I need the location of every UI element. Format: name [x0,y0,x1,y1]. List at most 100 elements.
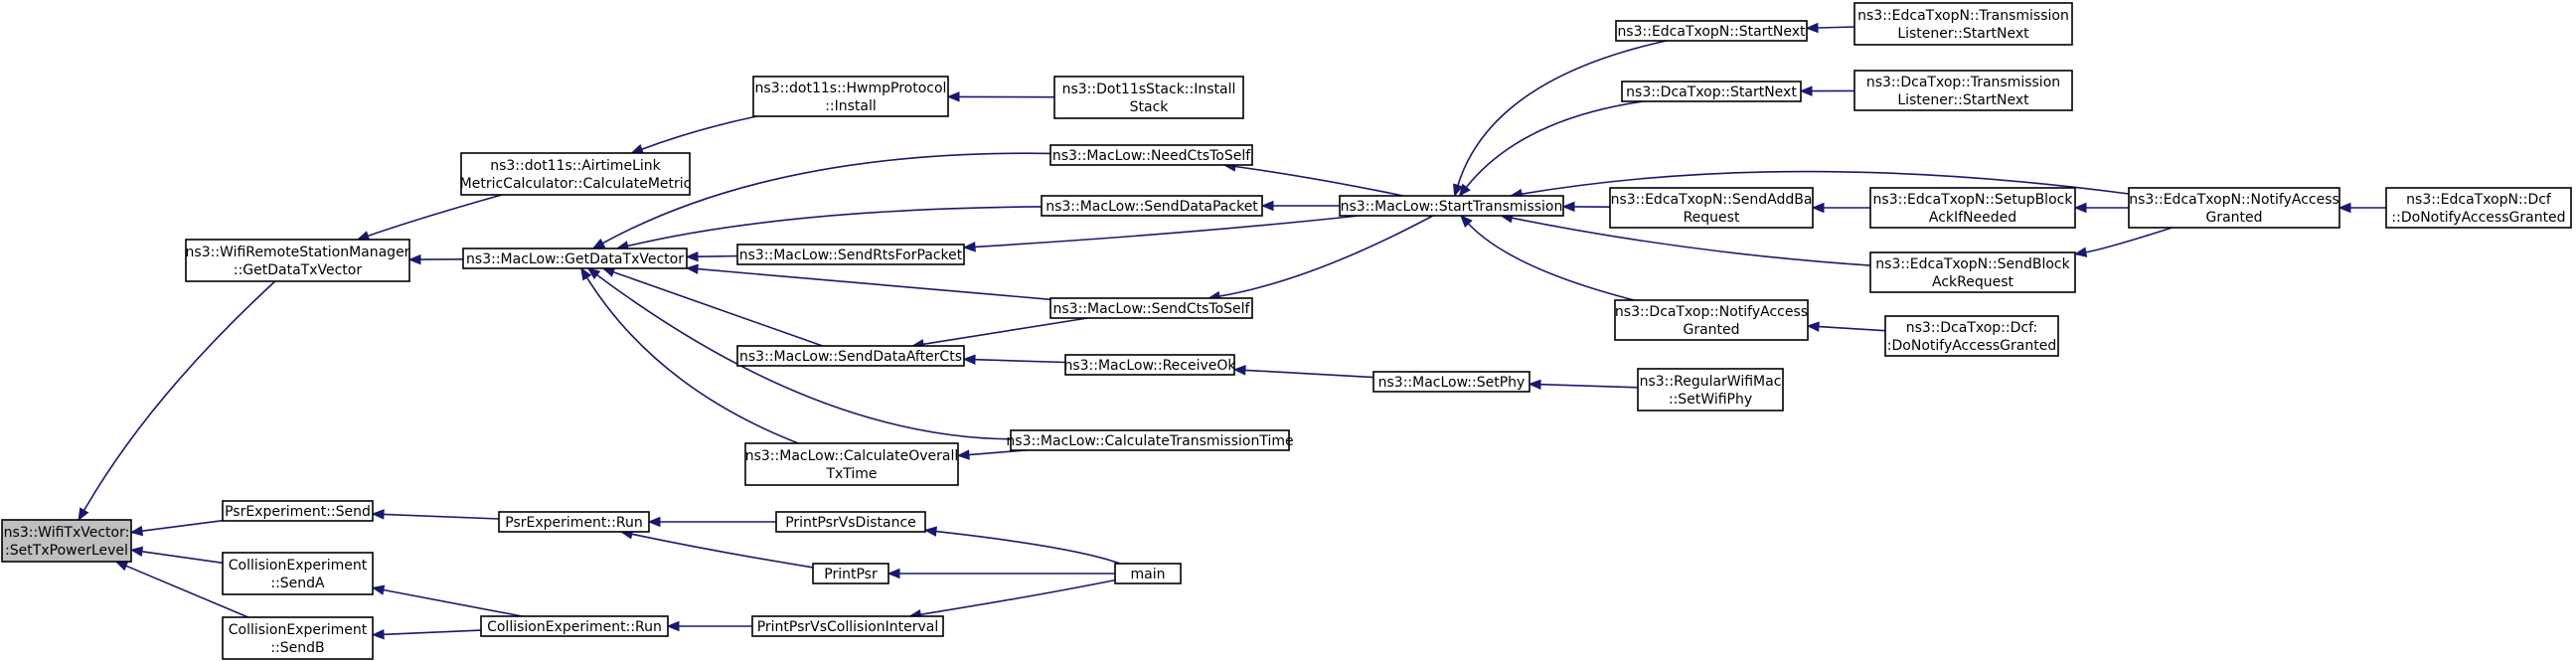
node-ppvci[interactable]: PrintPsrVsCollisionInterval [751,615,944,637]
node-sendcts[interactable]: ns3::MacLow::SendCtsToSelf [1049,297,1253,319]
edge-edcatl-to-edcastart [1817,26,1855,29]
node-box [460,152,691,196]
node-regwifi[interactable]: ns3::RegularWifiMac::SetWifiPhy [1637,368,1784,412]
arrowhead-edcatl-to-edcastart [1805,22,1819,34]
node-box [1637,368,1784,412]
node-box [1869,187,2076,229]
node-box [812,563,889,584]
edge-dcanotify-to-starttx [1467,223,1635,301]
node-box [1114,563,1182,584]
node-box [2128,187,2340,229]
node-label-line: Granted [1683,322,1739,338]
node-label-line: Stack [1130,99,1170,115]
arrowhead-dcadcf-to-dcanotify [1806,321,1820,332]
node-label-line: ::DoNotifyAccessGranted [2391,210,2565,226]
node-calctx[interactable]: ns3::MacLow::CalculateTransmissionTime [1006,429,1294,451]
edge-needcts-to-getdtx [602,152,1051,245]
node-label-line: ns3::DcaTxop::Transmission [1866,75,2060,90]
node-rtsforpkt[interactable]: ns3::MacLow::SendRtsForPacket [736,244,965,265]
node-dcatl[interactable]: ns3::DcaTxop::TransmissionListener::Star… [1853,70,2073,111]
edge-sendcts-to-getdtx [697,267,1051,301]
node-cerun[interactable]: CollisionExperiment::Run [480,615,669,637]
edge-sendblock-to-starttx [1512,217,1871,266]
edge-starttx-to-sendcts [1218,215,1434,297]
node-label-line: ns3::EdcaTxopN::Dcf [2406,192,2552,208]
arrowhead-edcanotify-to-setupblock [2073,202,2087,214]
arrowhead-sendaddba-to-starttx [1561,201,1575,213]
node-box [1339,195,1564,217]
node-sdac[interactable]: ns3::MacLow::SendDataAfterCts [736,345,965,367]
node-ppvd[interactable]: PrintPsrVsDistance [775,511,926,533]
node-box [1853,2,2073,46]
arrowhead-ppvci-to-cerun [666,620,680,632]
node-box [736,244,965,265]
node-box [1615,20,1808,42]
node-label-line: ::SetWifiPhy [1669,392,1752,408]
edge-starttx-to-rtsforpkt [974,215,1360,248]
node-starttx[interactable]: ns3::MacLow::StartTransmission [1339,195,1564,217]
node-label-line: ns3::MacLow::SetPhy [1378,375,1526,391]
arrowhead-main-to-ppvd [923,526,937,537]
arrowhead-wrsm-to-root [78,507,89,522]
node-hwmp[interactable]: ns3::dot11s::HwmpProtocol::Install [752,76,949,117]
node-edcastart[interactable]: ns3::EdcaTxopN::StartNext [1615,20,1808,42]
arrowhead-regwifi-to-setphy [1528,379,1541,390]
node-box [1869,251,2076,293]
arrowhead-starttx-to-rtsforpkt [962,242,976,252]
node-main[interactable]: main [1114,563,1182,584]
node-airtime[interactable]: ns3::dot11s::AirtimeLinkMetricCalculator… [460,152,692,196]
arrowhead-cesendA-to-root [129,546,144,558]
arrowhead-dcastart-to-starttx [1458,183,1471,198]
edge-sendcts-to-sdac [922,317,1088,346]
node-label-line: PsrExperiment::Send [225,504,371,520]
node-label-line: :DoNotifyAccessGranted [1887,338,2056,354]
node-receiveok[interactable]: ns3::MacLow::ReceiveOk [1063,354,1236,376]
edge-main-to-ppvd [935,530,1121,565]
node-setphy[interactable]: ns3::MacLow::SetPhy [1372,371,1530,393]
node-label-line: ::Install [825,98,877,114]
node-label-line: main [1131,567,1166,582]
arrowhead-calctx-to-getdtx [586,267,601,280]
node-printpsr[interactable]: PrintPsr [812,563,889,584]
node-box [1884,315,2059,357]
node-getdtx[interactable]: ns3::MacLow::GetDataTxVector [462,248,688,269]
node-psrrun[interactable]: PsrExperiment::Run [498,511,650,533]
node-label-line: ns3::RegularWifiMac [1640,374,1782,390]
node-label-line: AckRequest [1932,274,2014,290]
node-box [1609,187,1814,229]
node-box [1372,371,1530,393]
node-edcanotify[interactable]: ns3::EdcaTxopN::NotifyAccessGranted [2128,187,2340,229]
edge-edcastart-to-starttx [1457,40,1667,186]
node-label-line: CollisionExperiment [229,622,368,638]
arrowhead-calcoverall-to-getdtx [580,266,592,281]
node-edcadcf[interactable]: ns3::EdcaTxopN::Dcf::DoNotifyAccessGrant… [2385,187,2572,229]
arrowhead-receiveok-to-sdac [962,354,976,365]
node-wrsm[interactable]: ns3::WifiRemoteStationManager::GetDataTx… [185,239,410,282]
node-cesendB[interactable]: CollisionExperiment::SendB [222,616,374,660]
node-label-line: PrintPsrVsCollisionInterval [757,619,939,635]
node-dcastart[interactable]: ns3::DcaTxop::StartNext [1621,81,1802,102]
arrowhead-hwmp-to-airtime [630,144,645,154]
node-box [222,500,374,522]
node-label-line: ::SendB [270,640,324,656]
node-needcts[interactable]: ns3::MacLow::NeedCtsToSelf [1049,144,1253,166]
node-edcatl[interactable]: ns3::EdcaTxopN::TransmissionListener::St… [1853,2,2073,46]
node-cesendA[interactable]: CollisionExperiment::SendA [222,552,374,595]
node-dcanotify[interactable]: ns3::DcaTxop::NotifyAccessGranted [1614,299,1809,341]
arrowhead-calctx-to-calcoverall [956,449,970,460]
edge-rtsforpkt-to-getdtx [697,254,738,257]
node-psrsend[interactable]: PsrExperiment::Send [222,500,374,522]
node-label-line: CollisionExperiment [229,558,368,574]
node-box [222,552,374,595]
edge-layer [78,22,2386,640]
node-box [1,519,132,563]
node-senddata[interactable]: ns3::MacLow::SendDataPacket [1041,195,1263,217]
node-label-line: ns3::WifiRemoteStationManager [186,245,410,260]
node-dcadcf[interactable]: ns3::DcaTxop::Dcf::DoNotifyAccessGranted [1884,315,2059,357]
